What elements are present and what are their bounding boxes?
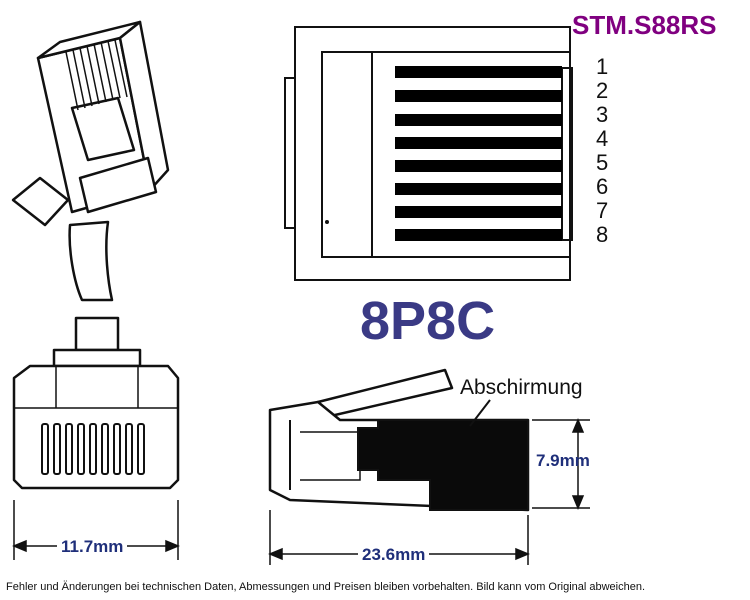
length-dimension-label: 23.6mm xyxy=(358,545,430,565)
pin-number-8: 8 xyxy=(596,222,609,247)
product-code: STM.S88RS xyxy=(572,10,717,40)
pinout-left-tab xyxy=(284,77,296,229)
front-contact-3 xyxy=(65,423,73,475)
plug-window xyxy=(70,96,136,162)
front-cable-stub xyxy=(74,316,120,352)
disclaimer-text: Fehler und Änderungen bei technischen Da… xyxy=(6,581,646,593)
length-dimension-line xyxy=(268,510,530,565)
pin-stripe-5 xyxy=(395,160,562,172)
front-contact-8 xyxy=(125,423,133,475)
front-contact-7 xyxy=(113,423,121,475)
pin-stripe-4 xyxy=(395,137,562,149)
front-contact-9 xyxy=(137,423,145,475)
shield-leader-line xyxy=(469,399,491,427)
front-contact-5 xyxy=(89,423,97,475)
pinout-inner-frame xyxy=(321,51,571,258)
connector-type-label: 8P8C xyxy=(360,291,496,351)
pin-stripes xyxy=(395,66,562,241)
pin-number-1: 1 xyxy=(596,54,609,79)
contact-ridges xyxy=(65,39,128,111)
pin-stripe-1 xyxy=(395,66,562,78)
pin-stripe-3 xyxy=(395,114,562,126)
pin-stripe-7 xyxy=(395,206,562,218)
pinout-right-tab xyxy=(561,67,573,241)
front-contact-2 xyxy=(53,423,61,475)
pin-number-2: 2 xyxy=(596,78,609,103)
side-shield xyxy=(357,419,529,511)
pin-number-4: 4 xyxy=(596,126,609,151)
height-dimension-line xyxy=(532,418,590,510)
pin-stripe-6 xyxy=(395,183,562,195)
pin-number-3: 3 xyxy=(596,102,609,127)
pin-number-6: 6 xyxy=(596,174,609,199)
side-latch-arm xyxy=(316,368,454,420)
front-contacts xyxy=(41,423,145,475)
pin-stripe-8 xyxy=(395,229,562,241)
front-contact-1 xyxy=(41,423,49,475)
shield-label: Abschirmung xyxy=(460,376,583,399)
latch-tab xyxy=(11,176,70,227)
pin-number-7: 7 xyxy=(596,198,609,223)
plug-base xyxy=(78,156,158,214)
pinout-dot xyxy=(325,220,329,224)
pin-number-5: 5 xyxy=(596,150,609,175)
plug-side xyxy=(118,20,170,192)
height-dimension-label: 7.9mm xyxy=(536,451,590,470)
cable xyxy=(68,220,114,302)
front-contact-4 xyxy=(77,423,85,475)
pin-stripe-2 xyxy=(395,90,562,102)
width-dimension-label: 11.7mm xyxy=(57,537,128,557)
front-contact-6 xyxy=(101,423,109,475)
